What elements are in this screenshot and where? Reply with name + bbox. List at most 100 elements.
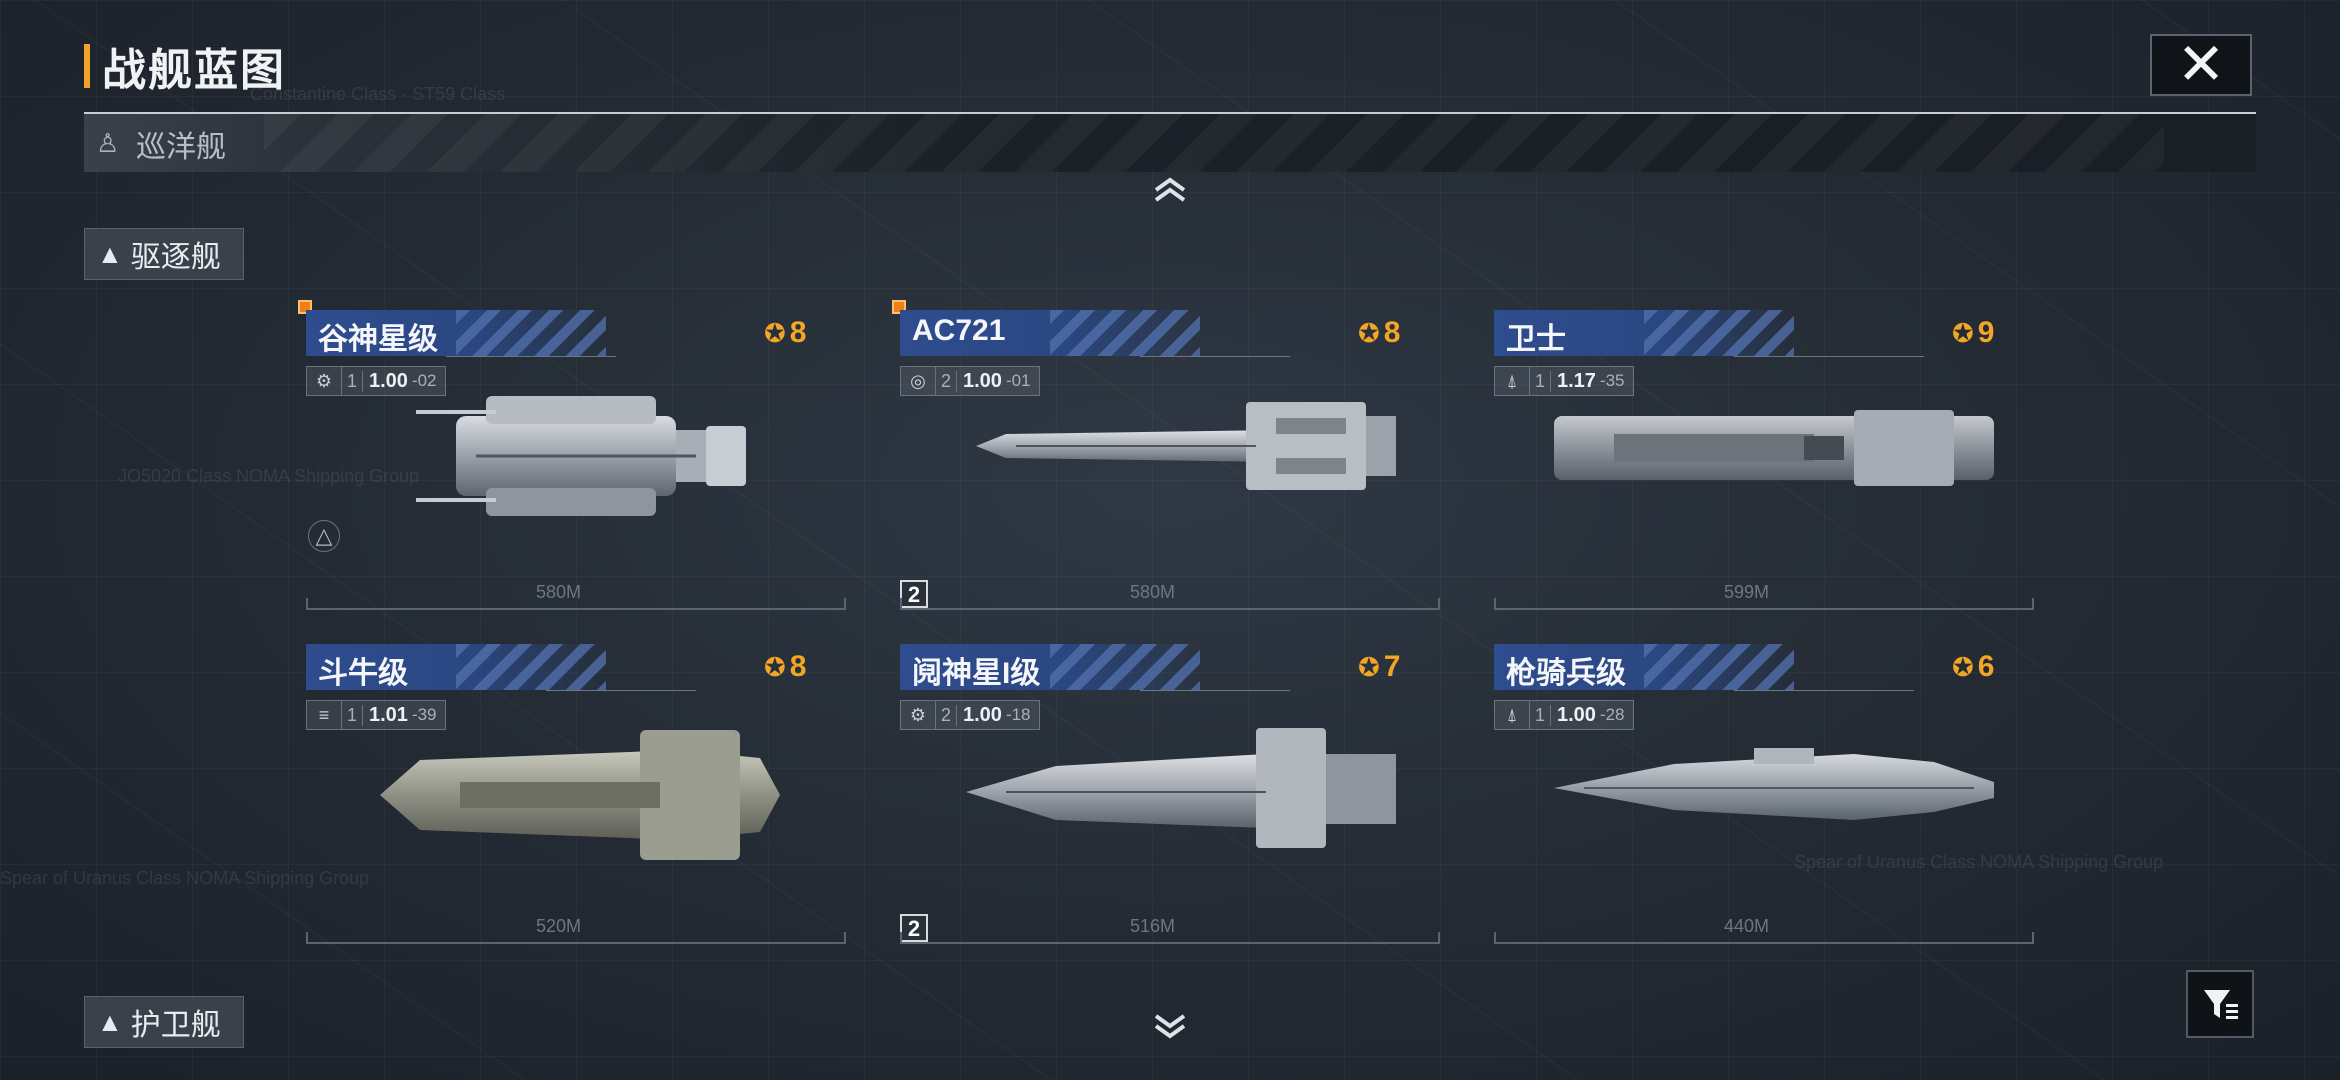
name-band (900, 310, 1200, 356)
close-icon: ✕ (2176, 32, 2226, 97)
ship-length: 599M (1724, 582, 1770, 602)
stat-main: 1.00 (369, 369, 408, 392)
ghost-text: Constantine Class · ST59 Class (250, 84, 506, 104)
ship-stats: ⚙ 2 1.00 -18 (900, 700, 1040, 730)
ship-image (416, 396, 746, 516)
ship-stats: ⍋ 1 1.17 -35 (1494, 366, 1634, 396)
tab-frigate-label: 护卫舰 (130, 1009, 221, 1042)
gear-icon: ⚙ (307, 367, 342, 395)
ship-stats: ⚙ 1 1.00 -02 (306, 366, 446, 396)
ship-stats: ≡ 1 1.01 -39 (306, 700, 446, 730)
ghost-text: Spear of Uranus Class NOMA Shipping Grou… (1794, 852, 2164, 872)
destroyer-icon: ▲ (97, 238, 123, 269)
leader-line (546, 690, 696, 751)
leader-line (1140, 356, 1290, 417)
stat-main: 1.00 (1557, 703, 1596, 726)
frigate-icon: ▲ (97, 1006, 123, 1037)
cost-coin-icon: ✪ (764, 317, 786, 348)
tab-frigate[interactable]: ▲ 护卫舰 (84, 996, 244, 1048)
scale-baseline (306, 932, 846, 944)
tab-destroyer-label: 驱逐舰 (130, 241, 221, 274)
scale-baseline (1494, 598, 2034, 610)
ship-card-1[interactable]: 谷神星级 ✪8 ⚙ 1 1.00 -02 △ 580M (298, 300, 846, 630)
ship-level: 1 (1530, 704, 1551, 726)
ship-name: 斗牛级 (318, 657, 408, 690)
leader-line (1734, 356, 1924, 417)
ship-card-4[interactable]: 斗牛级 ✪8 ≡ 1 1.01 -39 520M (306, 644, 846, 964)
ship-name: 枪骑兵级 (1506, 657, 1626, 690)
ship-length: 516M (1130, 916, 1176, 936)
name-band (306, 310, 606, 356)
ship-level: 1 (1530, 370, 1551, 392)
ship-cost: ✪8 (1358, 316, 1401, 349)
scroll-down-icon[interactable] (1150, 1012, 1190, 1042)
ship-level: 2 (936, 704, 957, 726)
rocket-icon: ⍋ (1495, 701, 1530, 729)
cruiser-icon: ♙ (96, 128, 120, 158)
stat-main: 1.00 (963, 703, 1002, 726)
stat-sub: -01 (1005, 371, 1031, 390)
ship-name: 卫士 (1506, 323, 1566, 356)
name-band (900, 644, 1200, 690)
stat-sub: -28 (1599, 705, 1625, 724)
filter-icon (2204, 990, 2238, 1019)
category-bar-cruiser[interactable] (84, 112, 2256, 172)
scale-baseline (306, 598, 846, 610)
triangle-icon: △ (308, 520, 340, 552)
ship-cost: ✪8 (764, 650, 807, 683)
ghost-text: JO5020 Class NOMA Shipping Group (118, 466, 420, 486)
ship-image (966, 728, 1396, 848)
ship-name: 谷神星级 (318, 323, 438, 356)
category-bar-stripes (264, 114, 2164, 172)
stat-sub: -02 (411, 371, 437, 390)
leader-line (1140, 690, 1290, 751)
ship-name: AC721 (912, 314, 1006, 347)
ship-card-5[interactable]: 阋神星I级 ✪7 ⚙ 2 1.00 -18 2 516M (900, 644, 1440, 964)
ship-cost: ✪9 (1952, 316, 1995, 349)
leader-line (446, 356, 616, 417)
category-bar-label: 巡洋舰 (136, 131, 226, 164)
leader-line (1734, 690, 1914, 751)
cost-coin-icon: ✪ (764, 651, 786, 682)
close-button[interactable]: ✕ (2150, 34, 2252, 96)
ship-cost: ✪8 (764, 316, 807, 349)
ship-cost: ✪6 (1952, 650, 1995, 683)
stat-main: 1.01 (369, 703, 408, 726)
page-header: 战舰蓝图 (84, 40, 286, 95)
cost-coin-icon: ✪ (1952, 317, 1974, 348)
scale-baseline (900, 932, 1440, 944)
ship-image (976, 402, 1396, 490)
count-badge: 2 (900, 914, 928, 942)
tab-destroyer[interactable]: ▲ 驱逐舰 (84, 228, 244, 280)
ship-length: 440M (1724, 916, 1770, 936)
scale-baseline (900, 598, 1440, 610)
ship-name: 阋神星I级 (912, 657, 1041, 690)
striped-icon: ≡ (307, 701, 342, 729)
ship-length: 580M (536, 582, 582, 602)
count-badge: 2 (900, 580, 928, 608)
gear-icon: ⚙ (901, 701, 936, 729)
stat-sub: -39 (411, 705, 437, 724)
stat-sub: -35 (1599, 371, 1625, 390)
ship-card-3[interactable]: 卫士 ✪9 ⍋ 1 1.17 -35 599M (1494, 310, 2034, 630)
scroll-up-icon[interactable] (1150, 172, 1190, 202)
ship-level: 2 (936, 370, 957, 392)
ship-image (380, 730, 780, 860)
ship-image (1554, 410, 1994, 486)
globe-icon: ◎ (901, 367, 936, 395)
cost-coin-icon: ✪ (1952, 651, 1974, 682)
stat-sub: -18 (1005, 705, 1031, 724)
stat-main: 1.00 (963, 369, 1002, 392)
rocket-icon: ⍋ (1495, 367, 1530, 395)
ship-card-2[interactable]: AC721 ✪8 ◎ 2 1.00 -01 2 580M (892, 300, 1440, 630)
ship-level: 1 (342, 704, 363, 726)
title-accent-bar (84, 44, 90, 88)
filter-button[interactable] (2186, 970, 2254, 1038)
ship-length: 580M (1130, 582, 1176, 602)
name-band (306, 644, 606, 690)
ship-stats: ⍋ 1 1.00 -28 (1494, 700, 1634, 730)
page-title: 战舰蓝图 (102, 46, 286, 95)
stat-main: 1.17 (1557, 369, 1596, 392)
ghost-text: Spear of Uranus Class NOMA Shipping Grou… (0, 868, 370, 888)
ship-card-6[interactable]: 枪骑兵级 ✪6 ⍋ 1 1.00 -28 440M (1494, 644, 2034, 964)
